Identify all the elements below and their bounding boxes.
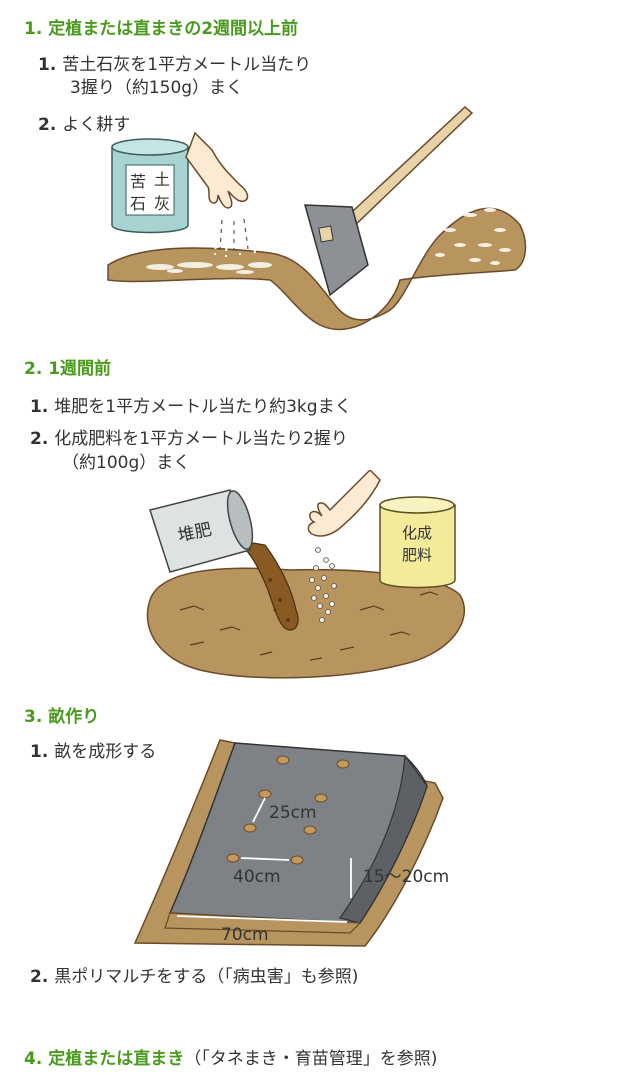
section3-step2: 2.黒ポリマルチをする（「病虫害」も参照) (30, 966, 358, 988)
dim-height-label: 15〜20cm (363, 867, 449, 887)
step-text: よく耕す (62, 115, 131, 135)
dim-width-label: 70cm (221, 925, 269, 945)
ridge-illustration: 25cm 40cm 15〜20cm 70cm (133, 739, 449, 947)
compost-bucket: 堆肥 (149, 489, 254, 573)
lime-tilling-illustration: 苦 土 石 灰 (107, 105, 527, 331)
bag-label: 化成 (402, 524, 432, 542)
section2-step2-cont: （約100g）まく (62, 453, 191, 473)
step-text: 堆肥を1平方メートル当たり約3kgまく (54, 397, 352, 417)
step-text: 化成肥料を1平方メートル当たり2握り (54, 429, 348, 449)
section4-note: （「タネまき・育苗管理」を参照) (184, 1049, 438, 1069)
step-number: 2. (38, 115, 57, 135)
step-number: 2. (30, 967, 49, 987)
fertilizer-bag: 化成 肥料 (379, 496, 456, 589)
bag-char: 土 (154, 170, 170, 189)
bag-char: 灰 (154, 194, 170, 213)
section1-step1-cont: 3握り（約150g）まく (70, 78, 244, 98)
bag-label: 肥料 (402, 546, 432, 564)
section1-heading: 1. 定植または直まきの2週間以上前 (24, 19, 299, 39)
section4-title: 4. 定植または直まき (24, 1049, 185, 1069)
step-number: 2. (30, 429, 49, 449)
compost-fertilizer-illustration: 堆肥 化成 肥料 (146, 470, 465, 679)
section2-step1: 1.堆肥を1平方メートル当たり約3kgまく (30, 396, 352, 418)
step-text: 苦土石灰を1平方メートル当たり (62, 55, 312, 75)
step-number: 1. (30, 397, 49, 417)
section1-step2: 2.よく耕す (38, 114, 130, 136)
section3-heading: 3. 畝作り (24, 707, 100, 727)
step-number: 1. (38, 55, 57, 75)
dim-row-label: 40cm (233, 867, 281, 887)
bag-char: 石 (130, 194, 146, 213)
section2-heading: 2. 1週間前 (24, 359, 112, 379)
dim-spacing-label: 25cm (269, 803, 317, 823)
section2-step2: 2.化成肥料を1平方メートル当たり2握り (30, 428, 348, 450)
step-text: 畝を成形する (54, 742, 157, 762)
section4-heading: 4. 定植または直まき（「タネまき・育苗管理」を参照) (24, 1044, 437, 1069)
section3-step1: 1.畝を成形する (30, 741, 156, 763)
step-text: 黒ポリマルチをする（「病虫害」も参照) (54, 967, 359, 987)
hand-icon (307, 470, 381, 537)
lime-bag: 苦 土 石 灰 (111, 138, 189, 234)
compost-pour (234, 539, 299, 631)
step-number: 1. (30, 742, 49, 762)
hand-icon (185, 131, 249, 209)
soil-mound (107, 207, 527, 331)
section1-step1: 1.苦土石灰を1平方メートル当たり (38, 54, 311, 76)
bag-char: 苦 (130, 172, 146, 191)
hoe-icon (304, 105, 474, 297)
